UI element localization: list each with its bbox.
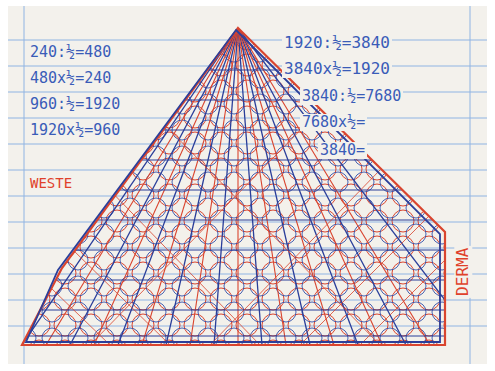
calculation-text: 7680x½= [300, 114, 367, 131]
calculation-text: 3840:½=7680 [300, 88, 403, 105]
calculation-text: 960:½=1920 [28, 96, 122, 113]
calculation-text: WESTE [28, 176, 74, 191]
calculation-text: 3840x½=1920 [282, 60, 392, 78]
vertical-note: DERMA [454, 246, 472, 298]
calculation-text: 240:½=480 [28, 44, 113, 61]
calculation-text: 1920x½=960 [28, 122, 122, 139]
calculation-text: 480x½=240 [28, 70, 113, 87]
calculation-text: 3840= [318, 142, 367, 159]
calculation-text: 1920:½=3840 [282, 34, 392, 52]
